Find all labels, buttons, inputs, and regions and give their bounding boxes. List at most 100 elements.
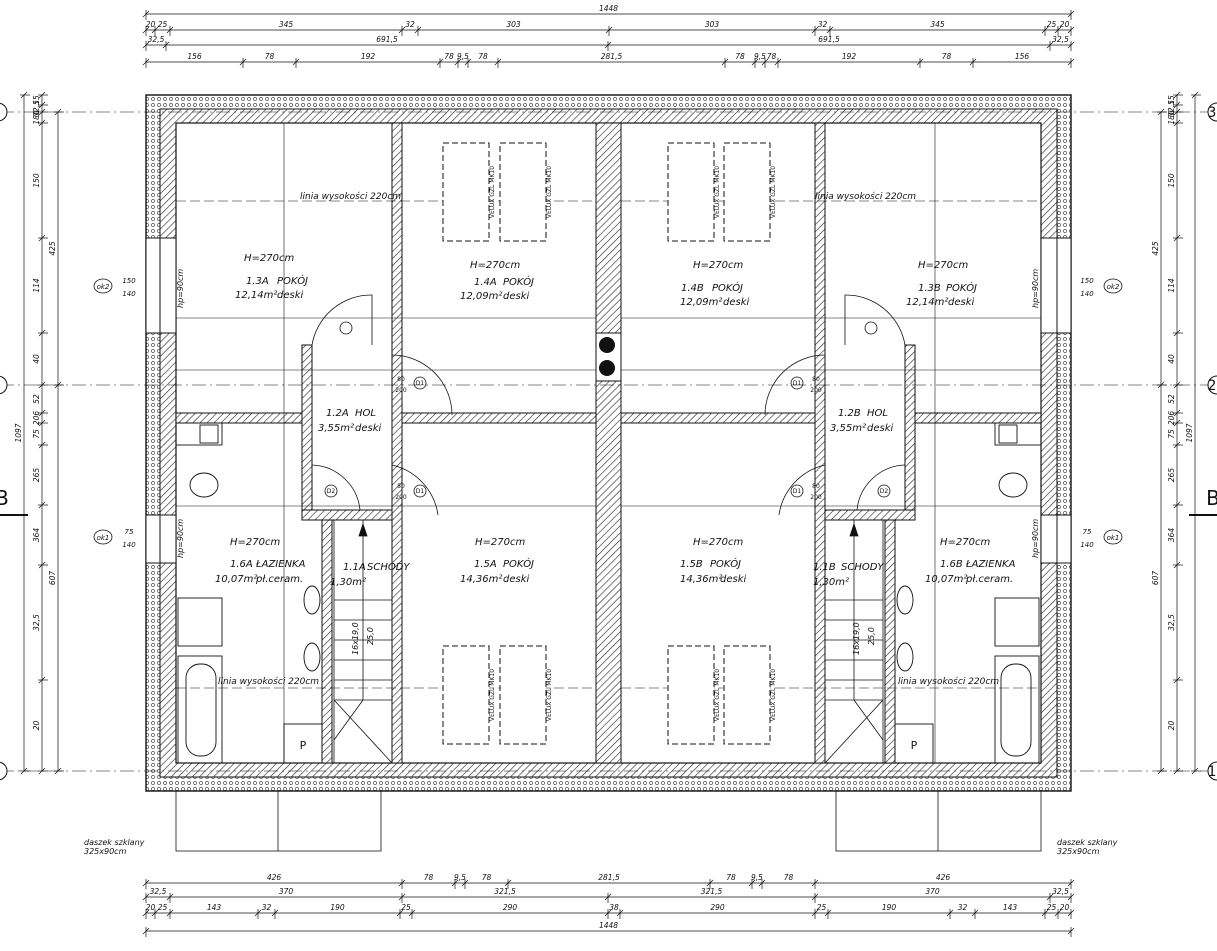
dimension-label: 192 bbox=[361, 52, 376, 61]
svg-text:140: 140 bbox=[122, 290, 136, 298]
dimension-label: 265 bbox=[32, 468, 41, 483]
bathroom-left-fixtures bbox=[175, 422, 323, 764]
dimension-label: 75 bbox=[32, 429, 41, 439]
roof-window-label: VELUX GZL MK10 bbox=[770, 669, 777, 721]
dimension-label: 156 bbox=[1015, 52, 1030, 61]
dimension-label: 114 bbox=[1167, 278, 1176, 293]
dimension-label: 20 bbox=[146, 20, 156, 29]
svg-text:75: 75 bbox=[1083, 528, 1092, 536]
room-area: 10,07m² bbox=[925, 574, 967, 585]
svg-text:200: 200 bbox=[810, 387, 822, 394]
room-name: SCHODY bbox=[367, 562, 410, 573]
room-name: HOL bbox=[355, 408, 376, 419]
dimension-label: 192 bbox=[842, 52, 857, 61]
room-area: 14,36m² bbox=[460, 574, 502, 585]
door-swings bbox=[311, 294, 906, 516]
p-label: P bbox=[300, 739, 307, 752]
svg-text:80: 80 bbox=[812, 376, 820, 383]
svg-text:ok2: ok2 bbox=[1107, 283, 1120, 291]
door-tags bbox=[324, 321, 891, 498]
dimension-label: 52 bbox=[32, 394, 41, 404]
glass-roofs bbox=[175, 790, 1042, 852]
dimension-label: 1097 bbox=[1185, 423, 1194, 442]
dimension-label: 364 bbox=[1167, 528, 1176, 543]
room-floor: deski bbox=[720, 574, 747, 585]
dimension-label: 1097 bbox=[14, 423, 23, 442]
dimension-label: 345 bbox=[930, 20, 945, 29]
dimension-label: 78 bbox=[482, 873, 492, 882]
dimension-label: 426 bbox=[267, 873, 282, 882]
height-line-label: linia wysokości 220cm bbox=[815, 191, 916, 202]
dimension-label: 78 bbox=[478, 52, 488, 61]
svg-text:3: 3 bbox=[1208, 105, 1217, 121]
room-area: 1,30m² bbox=[813, 577, 849, 588]
svg-text:140: 140 bbox=[122, 541, 136, 549]
svg-text:140: 140 bbox=[1080, 541, 1094, 549]
dimension-label: 370 bbox=[279, 887, 294, 896]
roof-window-labels: VELUX GZL MK10 VELUX GZL MK10 VELUX GZL … bbox=[489, 166, 777, 721]
room-id: 1.5A bbox=[474, 559, 497, 570]
dimension-label: 345 bbox=[279, 20, 294, 29]
room-name: POKÓJ bbox=[503, 275, 534, 288]
svg-text:150: 150 bbox=[122, 277, 136, 285]
dimension-label: 303 bbox=[506, 20, 521, 29]
roof-windows bbox=[442, 142, 771, 745]
glass-roof-size-left: 325x90cm bbox=[84, 847, 127, 856]
room-height: H=270cm bbox=[693, 260, 743, 271]
svg-text:ok1: ok1 bbox=[97, 534, 110, 542]
dimension-label: 32,5 bbox=[148, 35, 165, 44]
room-name: ŁAZIENKA bbox=[965, 559, 1016, 570]
dimension-label: 78 bbox=[767, 52, 777, 61]
chimney bbox=[595, 332, 622, 382]
room-area: 12,09m² bbox=[460, 291, 502, 302]
dimension-label: 20 bbox=[32, 721, 41, 731]
dimension-label: 40 bbox=[32, 354, 41, 364]
dimension-label: 25 bbox=[1047, 20, 1057, 29]
inner-walls bbox=[175, 122, 1042, 764]
svg-text:B: B bbox=[1206, 486, 1217, 510]
sill-height-labels: hp=90cm hp=90cm hp=90cm hp=90cm bbox=[176, 269, 1040, 558]
construction-lines bbox=[0, 111, 1217, 772]
room-id: 1.6A bbox=[230, 559, 253, 570]
dimension-label: 180 bbox=[32, 110, 41, 125]
dimension-label: 32,5 bbox=[1052, 35, 1069, 44]
dimension-label: 150 bbox=[1167, 173, 1176, 188]
dimension-label: 25 bbox=[401, 903, 411, 912]
svg-text:ok1: ok1 bbox=[1107, 534, 1120, 542]
dimension-label: 321,5 bbox=[494, 887, 516, 896]
room-name: POKÓJ bbox=[712, 281, 743, 294]
room-floor: deski bbox=[948, 297, 975, 308]
room-floor: deski bbox=[503, 574, 530, 585]
stairs-tread-label: 25,0 bbox=[867, 627, 876, 645]
dimension-label: 370 bbox=[925, 887, 940, 896]
dimension-label: 426 bbox=[936, 873, 951, 882]
dimension-label: 52 bbox=[1167, 394, 1176, 404]
glass-roof-size-right: 325x90cm bbox=[1057, 847, 1100, 856]
dimension-label: 9,5 bbox=[754, 52, 766, 61]
room-id: 1.3A bbox=[246, 276, 269, 287]
room-id: 1.5B bbox=[680, 559, 703, 570]
room-height: H=270cm bbox=[918, 260, 968, 271]
room-area: 12,09m² bbox=[680, 297, 722, 308]
room-area: 1,30m² bbox=[330, 577, 366, 588]
dimension-label: 15 bbox=[1167, 95, 1176, 105]
bathroom-right-fixtures bbox=[894, 422, 1042, 764]
p-label: P bbox=[911, 739, 918, 752]
window-tags bbox=[93, 278, 1123, 545]
dimension-label: 143 bbox=[1003, 903, 1018, 912]
room-name: HOL bbox=[867, 408, 888, 419]
stairs-steps-label: 16x19,0 bbox=[852, 622, 861, 655]
stairs-left bbox=[333, 519, 393, 764]
room-id: 1.6B bbox=[940, 559, 963, 570]
room-height: H=270cm bbox=[470, 260, 520, 271]
room-area: 10,07m² bbox=[215, 574, 257, 585]
dimension-label: 20 bbox=[146, 903, 156, 912]
dimension-label: 15 bbox=[32, 95, 41, 105]
dimension-label: 78 bbox=[424, 873, 434, 882]
svg-text:D1: D1 bbox=[416, 488, 425, 495]
svg-text:D2: D2 bbox=[880, 488, 889, 495]
roof-window-label: VELUX GZL MK10 bbox=[714, 669, 721, 721]
room-floor: deski bbox=[503, 291, 530, 302]
dimension-label: 281,5 bbox=[601, 52, 623, 61]
room-floor: pł.ceram. bbox=[965, 574, 1013, 585]
